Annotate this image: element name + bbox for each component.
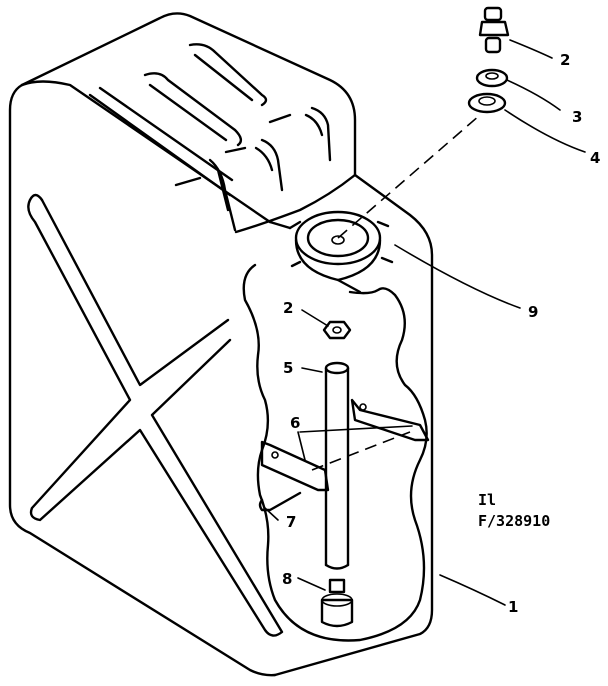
bracket-lower	[260, 440, 330, 492]
nut	[322, 320, 352, 340]
callout-labels: 2 3 4 9 2 5 6 7 8 1	[282, 51, 600, 616]
callout-6: 6	[290, 414, 300, 432]
fuel-can-body	[8, 12, 434, 677]
side-x-embossing	[27, 193, 284, 637]
washer	[475, 68, 509, 88]
reference-code: Il F/328910	[478, 491, 550, 530]
callout-2-inner: 2	[283, 299, 293, 317]
cap-fitting-assembly	[467, 6, 510, 114]
bracket-upper	[350, 398, 430, 442]
callout-1: 1	[508, 598, 518, 616]
leader-lines	[264, 39, 586, 606]
cutaway-outline	[242, 263, 428, 642]
fitting-top	[483, 6, 503, 22]
tube-top	[324, 361, 350, 375]
callout-2-top: 2	[560, 51, 570, 69]
lower-fitting	[328, 578, 346, 594]
reference-line-1: Il	[478, 491, 496, 509]
filler-neck	[288, 210, 394, 294]
callout-7: 7	[286, 513, 296, 531]
callout-3: 3	[572, 108, 582, 126]
carry-handles	[88, 43, 357, 234]
reference-line-2: F/328910	[478, 512, 550, 530]
callout-5: 5	[283, 359, 293, 377]
internal-parts	[258, 320, 430, 628]
filter	[320, 598, 354, 628]
callout-8: 8	[282, 570, 292, 588]
assembly-axis-lines	[311, 114, 481, 471]
pickup-tube	[324, 366, 350, 567]
callout-9: 9	[528, 303, 538, 321]
screw	[258, 491, 302, 512]
gasket	[467, 92, 507, 114]
callout-4: 4	[590, 149, 600, 167]
